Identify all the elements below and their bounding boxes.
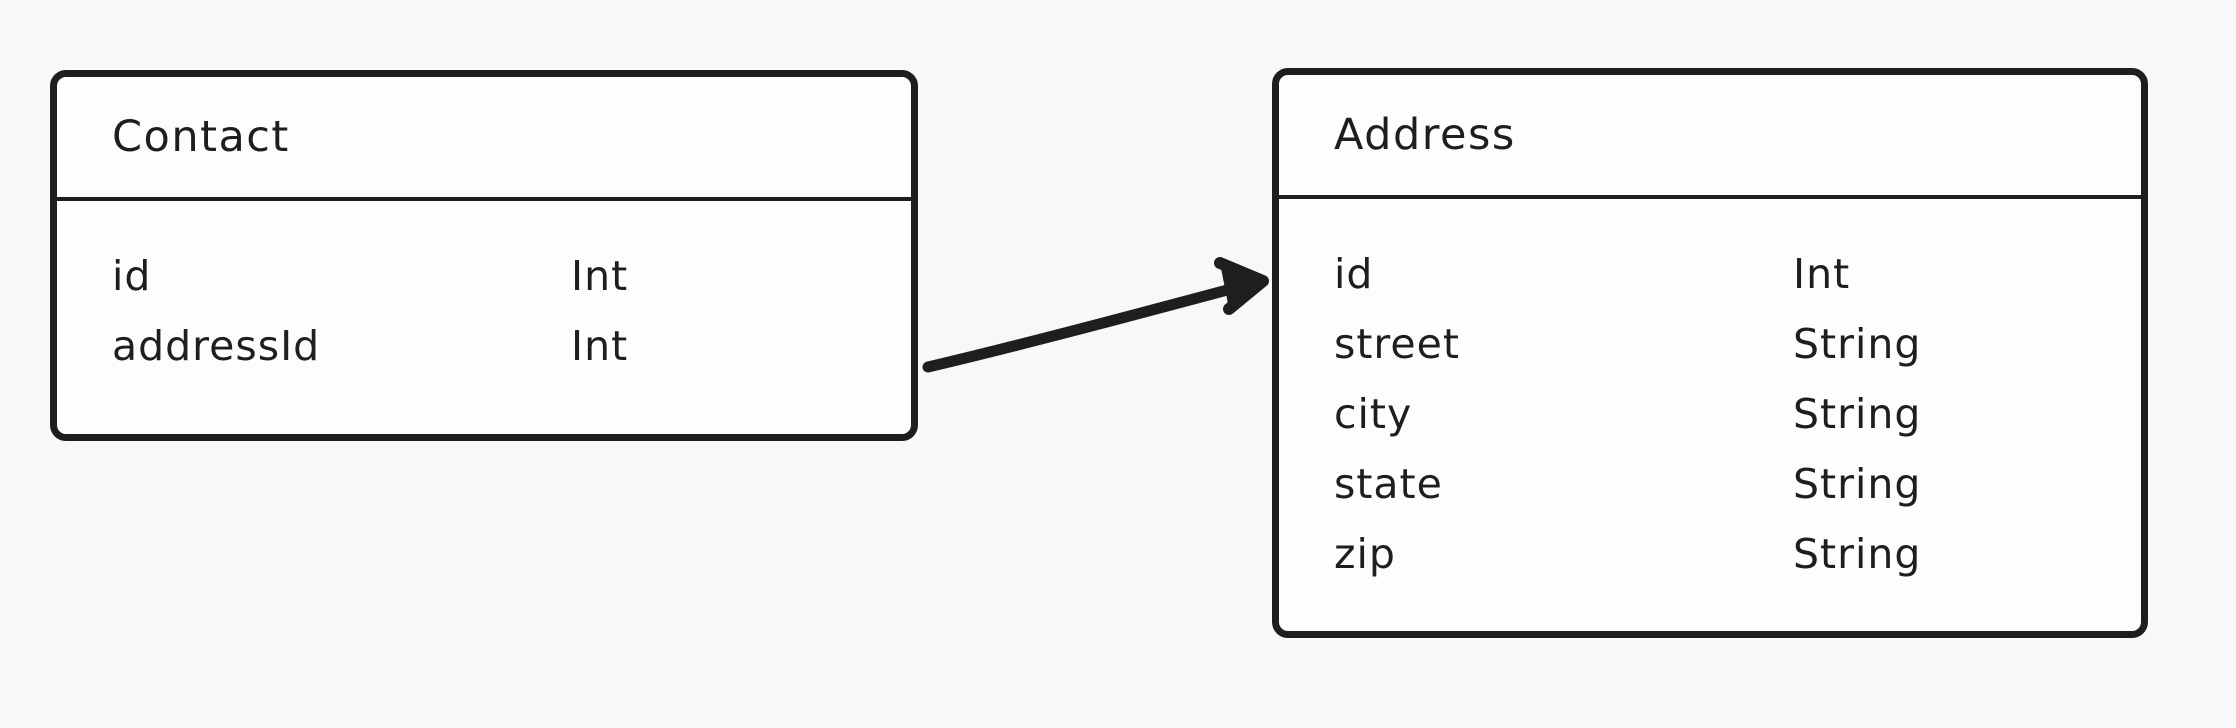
field-row: id Int (1334, 239, 2141, 309)
field-type: Int (1793, 250, 1851, 298)
arrow-head-icon (1214, 257, 1269, 315)
field-name: zip (1334, 530, 1396, 578)
entity-contact-header: Contact (57, 77, 911, 201)
field-name: id (1334, 250, 1374, 298)
field-name: city (1334, 390, 1413, 438)
field-row: city String (1334, 379, 2141, 449)
field-type: Int (571, 252, 629, 300)
arrow-shaft[interactable] (922, 278, 1256, 373)
field-name: state (1334, 460, 1443, 508)
field-row: zip String (1334, 519, 2141, 589)
field-type: String (1793, 530, 1922, 578)
field-row: id Int (112, 241, 911, 311)
field-name: addressId (112, 322, 321, 370)
field-type: String (1793, 320, 1922, 368)
entity-address-header: Address (1279, 75, 2141, 199)
field-name: street (1334, 320, 1460, 368)
field-type: String (1793, 460, 1922, 508)
field-name: id (112, 252, 152, 300)
field-type: Int (571, 322, 629, 370)
field-type: String (1793, 390, 1922, 438)
field-row: street String (1334, 309, 2141, 379)
entity-title: Contact (112, 112, 290, 162)
field-row: addressId Int (112, 311, 911, 381)
entity-title: Address (1334, 110, 1516, 160)
field-row: state String (1334, 449, 2141, 519)
